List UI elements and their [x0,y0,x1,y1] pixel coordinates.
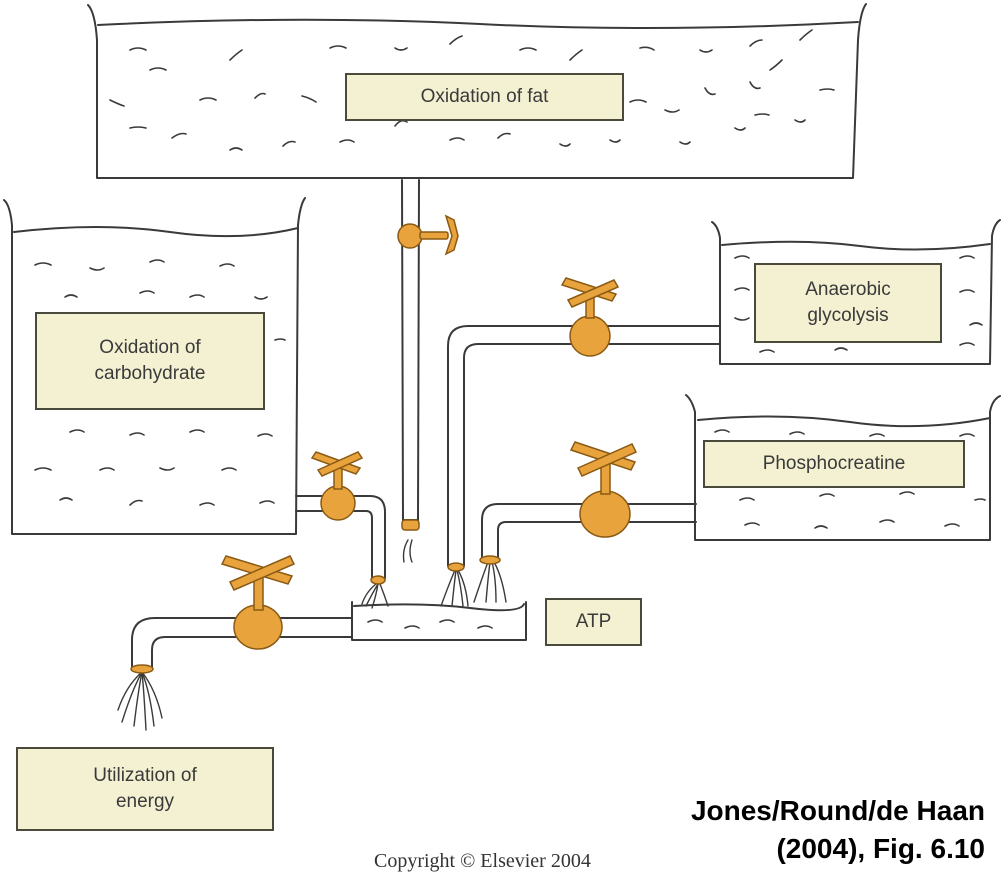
pipe-anaerobic [447,325,721,567]
tap-utilization [220,555,296,650]
citation-text: Jones/Round/de Haan (2004), Fig. 6.10 [690,795,985,864]
pipe-phosphocreatine [481,503,697,559]
tap-carbohydrate [310,451,364,521]
flow-streams [117,539,507,731]
label-text: Utilization of energy [93,765,197,812]
fat-tank [87,3,867,179]
label-text: ATP [575,611,612,632]
label-atp: ATP [545,598,642,646]
liquid-ripples [714,429,986,529]
label-oxidation-of-carbohydrate: Oxidation of carbohydrate [35,312,265,410]
tap-fat [397,214,459,256]
nozzle-carbohydrate [370,575,386,585]
tap-anaerobic [560,277,620,357]
liquid-ripples [109,29,835,151]
label-text: Oxidation of carbohydrate [94,337,206,384]
nozzle-phosphocreatine [479,555,501,565]
label-utilization-of-energy: Utilization of energy [16,747,274,831]
anaerobic-tank [711,219,1001,365]
phosphocreatine-tank [685,394,1001,541]
label-text: Oxidation of fat [420,86,549,107]
label-phosphocreatine: Phosphocreatine [703,440,965,488]
atp-reservoir [351,601,527,641]
tap-phosphocreatine [569,441,638,538]
label-oxidation-of-fat: Oxidation of fat [345,73,624,121]
nozzle-fat [401,519,420,531]
carbohydrate-tank [3,197,306,535]
label-text: Phosphocreatine [762,453,906,474]
label-text: Anaerobic glycolysis [805,279,891,326]
label-anaerobic-glycolysis: Anaerobic glycolysis [754,263,942,343]
liquid-ripples [34,259,286,506]
liquid-ripples [734,255,983,353]
nozzle-utilization [130,664,154,674]
nozzle-anaerobic [447,562,465,572]
copyright-text: Copyright © Elsevier 2004 [374,850,591,872]
pipe-utilization [131,617,353,669]
